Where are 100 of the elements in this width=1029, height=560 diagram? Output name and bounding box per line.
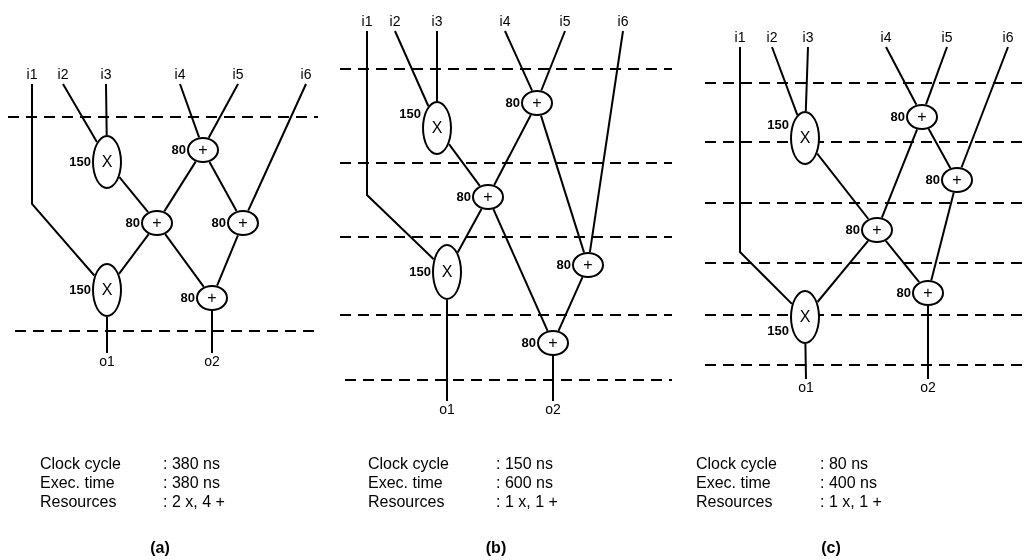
connector-line	[164, 233, 205, 288]
port-label: i2	[760, 30, 784, 44]
connector-line	[456, 207, 483, 254]
connector-line	[62, 83, 98, 143]
summary-text: : 380 ns	[163, 456, 220, 472]
delay-label: 150	[409, 265, 431, 278]
connector-line	[211, 310, 213, 354]
delay-label: 80	[890, 110, 905, 123]
connector-line	[448, 143, 481, 187]
port-label: i1	[728, 30, 752, 44]
connector-line	[927, 305, 929, 380]
port-label: i5	[226, 67, 250, 81]
connector-line	[925, 46, 948, 106]
delay-label: 80	[211, 216, 226, 229]
port-label: i4	[874, 30, 898, 44]
summary-text: : 400 ns	[820, 475, 877, 491]
operation-node: X	[92, 263, 122, 317]
port-label: i5	[553, 14, 577, 28]
port-label: i1	[355, 14, 379, 28]
summary-text: Exec. time	[40, 475, 115, 491]
summary-text: : 600 ns	[496, 475, 553, 491]
connector-line	[504, 30, 534, 92]
operation-node: +	[861, 217, 893, 243]
operation-node: +	[141, 210, 173, 236]
summary-text: Clock cycle	[40, 456, 121, 472]
delay-label: 150	[69, 155, 91, 168]
port-label: i6	[294, 67, 318, 81]
connector-line	[31, 83, 96, 277]
delay-label: 80	[845, 223, 860, 236]
operation-node: +	[227, 210, 259, 236]
delay-label: 80	[180, 291, 195, 304]
summary-text: : 2 x, 4 +	[163, 494, 225, 510]
operation-node: +	[472, 184, 504, 210]
operation-node: +	[906, 104, 938, 130]
operation-node: +	[187, 137, 219, 163]
port-label: o1	[435, 402, 459, 416]
connector-line	[446, 299, 448, 402]
port-label: o2	[200, 354, 224, 368]
panel-caption: (c)	[821, 540, 841, 556]
connector-line	[493, 114, 532, 186]
summary-text: Resources	[696, 494, 773, 510]
summary-text: : 150 ns	[496, 456, 553, 472]
operation-node: X	[92, 135, 122, 189]
delay-label: 80	[125, 216, 140, 229]
delay-label: 80	[505, 96, 520, 109]
operation-node: +	[521, 90, 553, 116]
port-label: o1	[794, 380, 818, 394]
connector-line	[394, 30, 430, 107]
summary-text: : 1 x, 1 +	[820, 494, 882, 510]
operation-node: +	[912, 280, 944, 306]
port-label: i4	[168, 67, 192, 81]
connector-line	[880, 128, 919, 219]
delay-label: 80	[456, 190, 471, 203]
operation-node: X	[790, 290, 820, 344]
summary-text: Exec. time	[696, 475, 771, 491]
port-label: i4	[493, 14, 517, 28]
operation-node: +	[941, 167, 973, 193]
delay-label: 150	[767, 324, 789, 337]
summary-text: : 1 x, 1 +	[496, 494, 558, 510]
connector-line	[739, 46, 793, 305]
port-label: i3	[425, 14, 449, 28]
connector-line	[163, 160, 197, 213]
delay-label: 80	[896, 286, 911, 299]
connector-line	[557, 276, 584, 332]
operation-node: X	[790, 111, 820, 165]
delay-label: 80	[171, 143, 186, 156]
connector-line	[207, 83, 239, 139]
connector-line	[930, 191, 955, 282]
summary-text: Clock cycle	[696, 456, 777, 472]
summary-text: : 80 ns	[820, 456, 869, 472]
port-label: o2	[541, 402, 565, 416]
connector-line	[771, 46, 799, 116]
delay-label: 80	[925, 173, 940, 186]
port-label: i1	[20, 67, 44, 81]
port-label: o1	[95, 354, 119, 368]
connector-line	[816, 152, 870, 220]
port-label: o2	[916, 380, 940, 394]
operation-node: X	[422, 101, 452, 155]
connector-line	[816, 239, 870, 303]
port-label: i3	[94, 67, 118, 81]
connector-line	[105, 83, 108, 136]
port-label: i5	[935, 30, 959, 44]
connector-line	[179, 83, 201, 139]
delay-label: 150	[399, 107, 421, 120]
operation-node: +	[196, 285, 228, 311]
connector-line	[208, 160, 238, 213]
connector-line	[804, 46, 809, 112]
port-label: i2	[51, 67, 75, 81]
connector-line	[885, 46, 918, 106]
panel-caption: (a)	[150, 540, 170, 556]
connector-line	[492, 208, 549, 332]
summary-text: : 380 ns	[163, 475, 220, 491]
delay-label: 80	[556, 258, 571, 271]
connector-line	[588, 30, 624, 254]
connector-line	[552, 355, 554, 402]
connector-line	[927, 127, 952, 170]
connector-line	[118, 233, 150, 275]
connector-line	[540, 114, 585, 254]
connector-line	[436, 30, 438, 102]
port-label: i2	[383, 14, 407, 28]
